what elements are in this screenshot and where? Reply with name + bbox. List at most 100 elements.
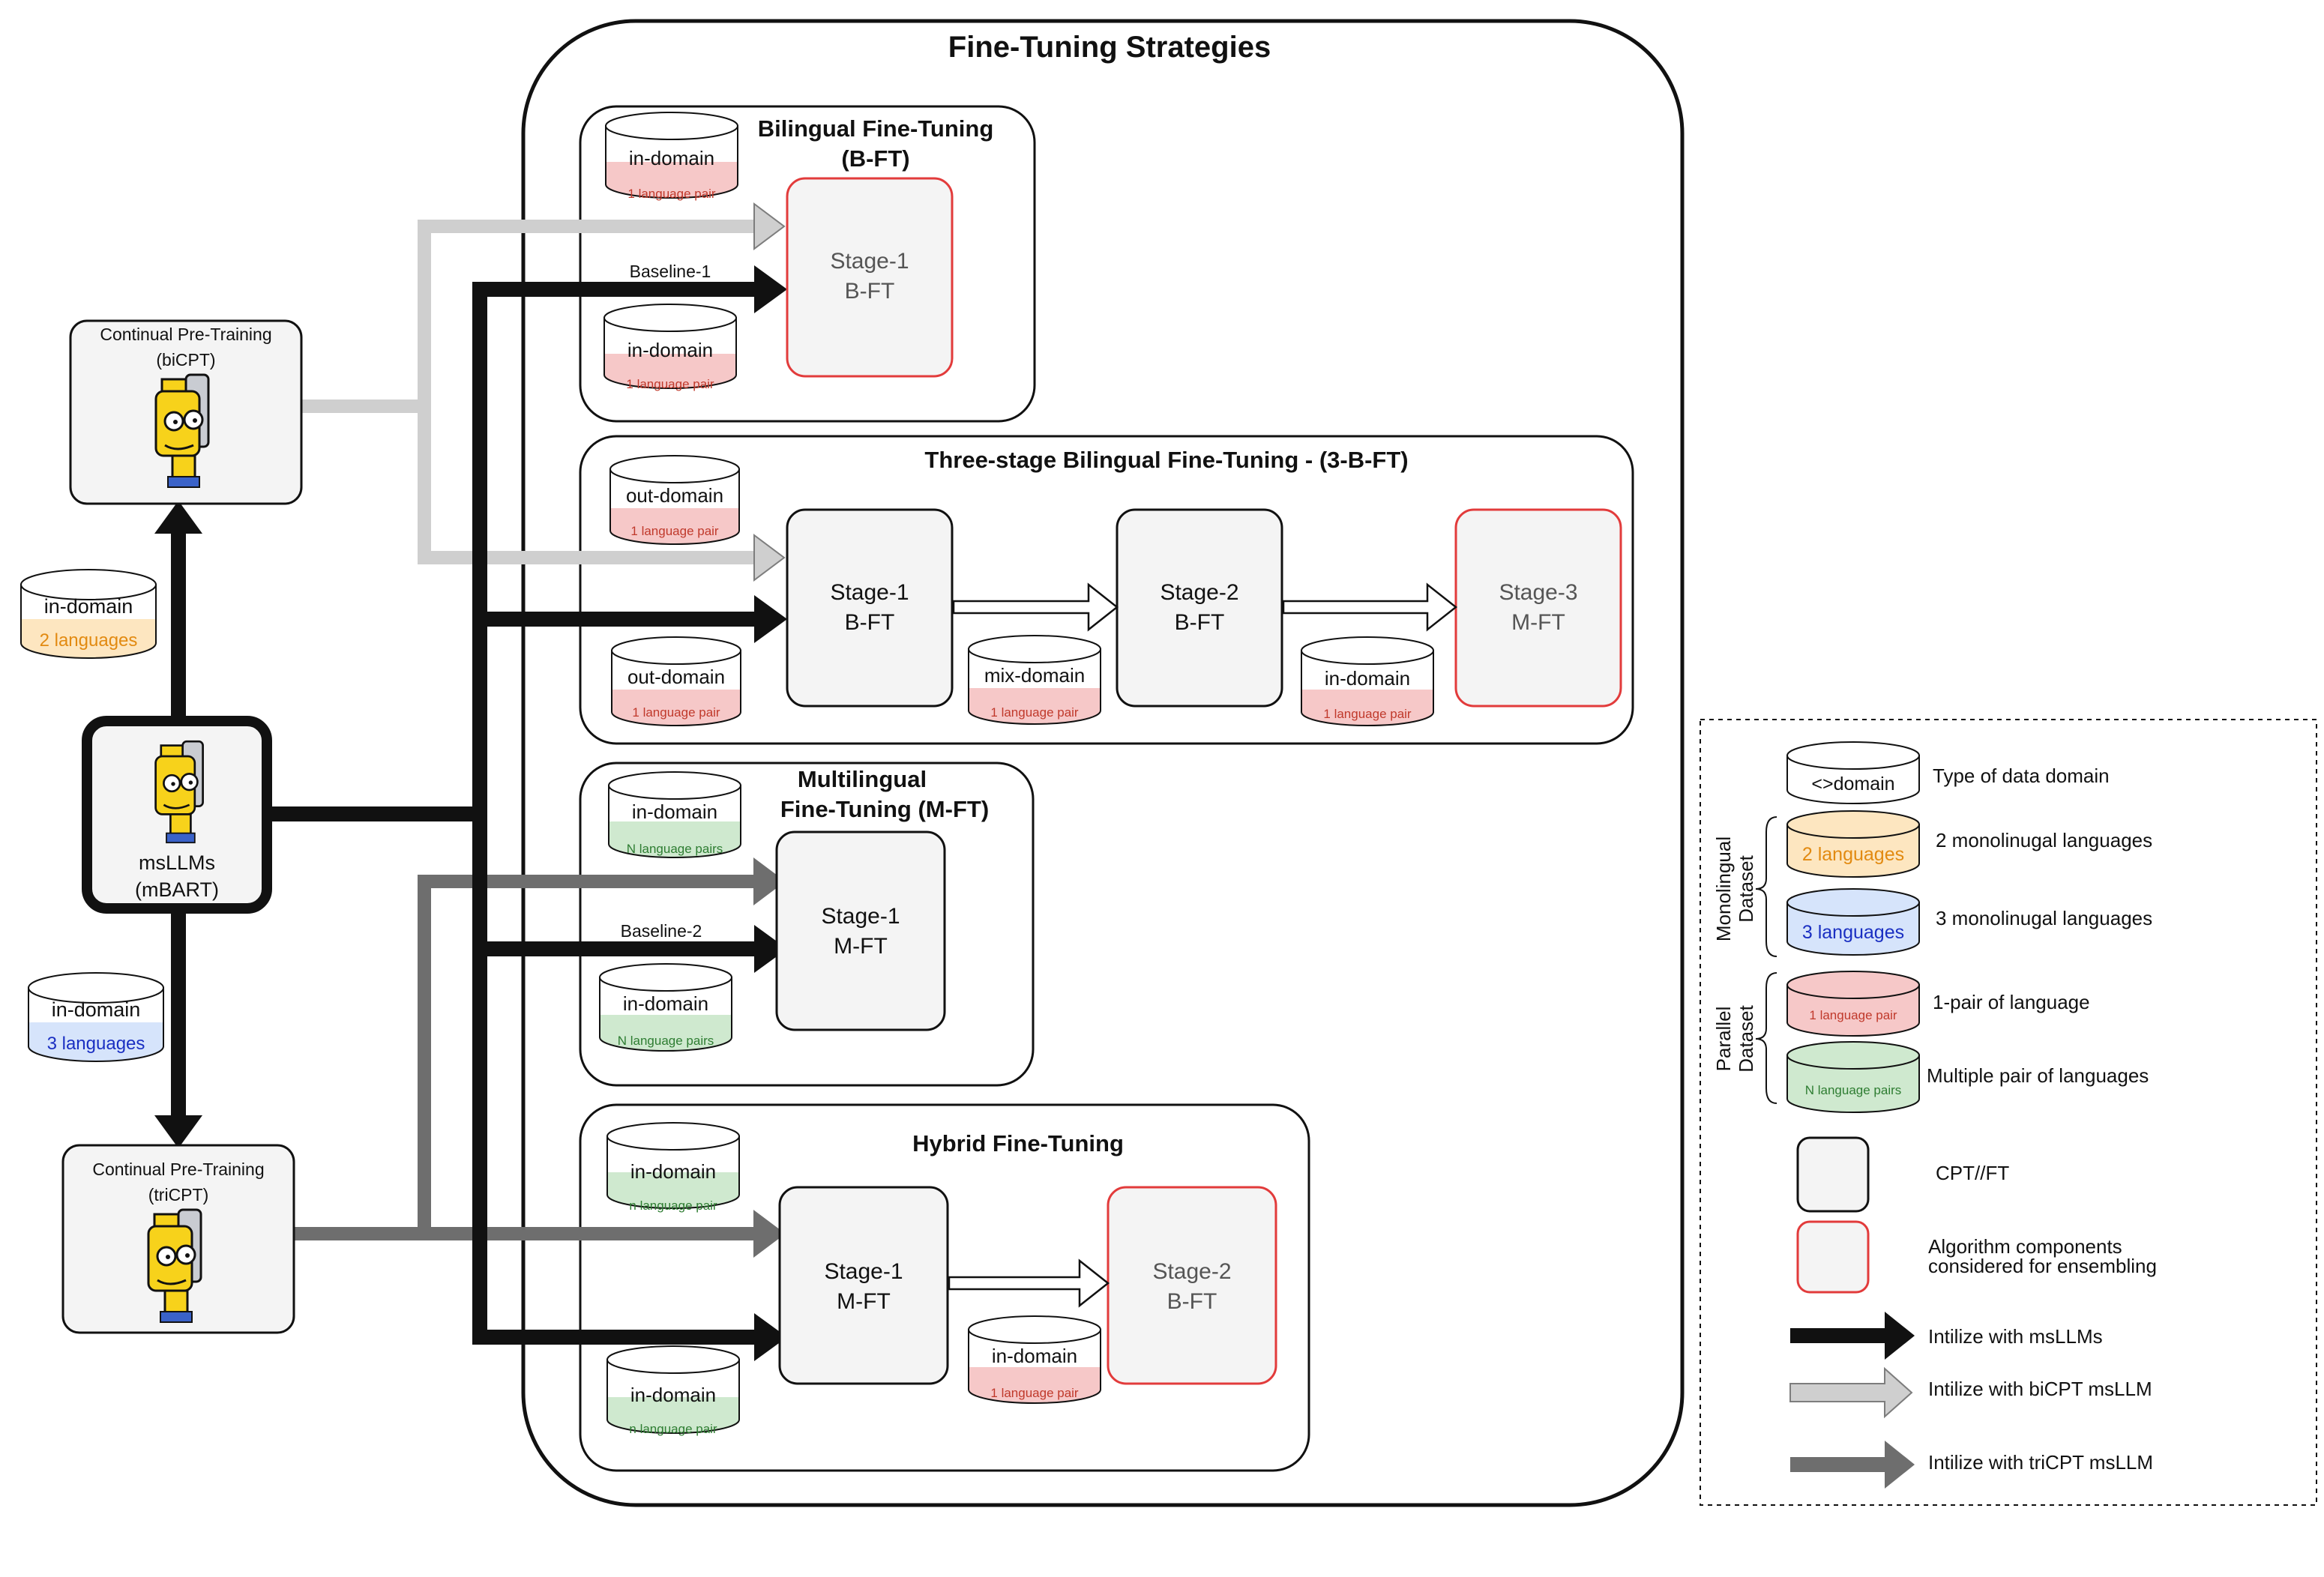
msllm-model: (mBART) xyxy=(135,878,219,901)
stage-arrow xyxy=(1282,582,1458,632)
stage-arrow xyxy=(952,582,1119,632)
legend-mono3-item: 3 languages 3 monolinugal languages xyxy=(1786,888,2152,956)
legend-box-item: CPT//FT xyxy=(1796,1136,2009,1213)
legend-arrow-dark-item: Intilize with triCPT msLLM xyxy=(1790,1441,2153,1489)
three-bft-section xyxy=(579,435,1634,745)
three-bft-stage-3: Stage-3 M-FT xyxy=(1454,508,1622,708)
legend-domain-item: <>domain Type of data domain xyxy=(1786,741,2110,804)
legend-cylinder-label: <>domain xyxy=(1811,774,1894,794)
legend-mono2-item: 2 languages 2 monolinugal languages xyxy=(1786,810,2152,878)
legend-parN-item: N language pairs Multiple pair of langua… xyxy=(1786,1041,2149,1113)
mft-title-abbr: Fine-Tuning (M-FT) xyxy=(780,796,989,822)
msllm-arrowhead-bft xyxy=(754,265,787,313)
three-bft-title: Three-stage Bilingual Fine-Tuning - (3-B… xyxy=(924,447,1408,473)
dataset-label: in-domain xyxy=(627,339,713,361)
dataset-label: in-domain xyxy=(44,595,133,618)
three-bft-dataset-in: in-domain 1 language pair xyxy=(1301,636,1434,726)
three-bft-stage-1: Stage-1 B-FT xyxy=(786,508,954,708)
dataset-sub: 1 language pair xyxy=(990,705,1079,720)
dataset-label: in-domain xyxy=(629,147,714,169)
page-title: Fine-Tuning Strategies xyxy=(948,31,1271,64)
dataset-sub: 1 language pair xyxy=(632,705,720,720)
bicpt-box: Continual Pre-Training (biCPT) xyxy=(69,319,303,505)
hybrid-dataset-bottom: in-domain n language pair xyxy=(606,1345,740,1436)
dataset-label: out-domain xyxy=(626,484,723,507)
bft-title: Bilingual Fine-Tuning xyxy=(758,115,994,142)
mft-dataset-top: in-domain N language pairs xyxy=(608,771,741,858)
mft-title: Multilingual xyxy=(798,766,927,792)
stage-name: Stage-1 xyxy=(830,580,909,605)
three-bft-stage-2: Stage-2 B-FT xyxy=(1116,508,1283,708)
dataset-sub: 1 language pair xyxy=(1323,707,1412,721)
tricpt-subtitle: (triCPT) xyxy=(148,1185,208,1204)
msllm-arrowhead-bicpt xyxy=(154,501,202,534)
msllm-box: msLLMs (mBART) xyxy=(82,716,272,914)
dataset-sub: 3 languages xyxy=(47,1034,145,1054)
legend-desc: considered for ensembling xyxy=(1928,1255,2157,1277)
mft-dataset-bottom: in-domain N language pairs xyxy=(599,963,732,1052)
legend-group-label: Dataset xyxy=(1735,1004,1757,1072)
tricpt-title: Continual Pre-Training xyxy=(92,1160,264,1179)
legend-desc: Intilize with triCPT msLLM xyxy=(1928,1451,2153,1474)
hybrid-title: Hybrid Fine-Tuning xyxy=(912,1130,1124,1157)
parallel-brace xyxy=(1755,972,1777,1104)
msllm-name: msLLMs xyxy=(139,851,215,874)
stage-method: M-FT xyxy=(834,934,888,959)
msllm-arrowhead-3bft xyxy=(754,595,787,643)
three-bft-dataset-mix: mix-domain 1 language pair xyxy=(968,635,1101,725)
dataset-label: in-domain xyxy=(623,992,708,1015)
legend-desc: 3 monolinugal languages xyxy=(1936,907,2152,929)
legend-desc: 1-pair of language xyxy=(1933,991,2090,1013)
stage-name: Stage-1 xyxy=(824,1259,903,1284)
legend-desc: CPT//FT xyxy=(1936,1162,2009,1184)
legend-desc: Intilize with msLLMs xyxy=(1928,1325,2103,1348)
dataset-label: in-domain xyxy=(630,1384,716,1406)
dataset-label: in-domain xyxy=(52,998,141,1021)
legend-desc: Algorithm components xyxy=(1928,1235,2122,1258)
mft-stage-1: Stage-1 M-FT xyxy=(775,830,946,1031)
legend-cylinder-label: 1 language pair xyxy=(1809,1008,1897,1022)
bft-title-abbr: (B-FT) xyxy=(841,145,909,172)
bft-dataset-bottom: in-domain 1 language pair xyxy=(603,304,737,391)
tricpt-box: Continual Pre-Training (triCPT) xyxy=(61,1144,295,1334)
dataset-label: in-domain xyxy=(992,1345,1077,1367)
dataset-bicpt: in-domain 2 languages xyxy=(20,569,157,659)
three-bft-dataset-top: out-domain 1 language pair xyxy=(609,455,740,545)
bft-section xyxy=(579,105,1036,423)
dataset-label: in-domain xyxy=(1325,667,1410,690)
stage-method: B-FT xyxy=(1175,610,1225,635)
tricpt-arrowhead-hybrid xyxy=(753,1210,786,1258)
hybrid-section xyxy=(579,1103,1310,1472)
hybrid-dataset-mid: in-domain 1 language pair xyxy=(968,1315,1101,1404)
dataset-sub: n language pair xyxy=(629,1198,717,1213)
fine-tuning-container xyxy=(521,19,1685,1507)
baseline-2-label: Baseline-2 xyxy=(621,921,702,941)
dataset-tricpt: in-domain 3 languages xyxy=(28,972,164,1062)
dataset-sub: 1 language pair xyxy=(626,377,714,391)
dataset-sub: 1 language pair xyxy=(990,1386,1079,1400)
stage-method: B-FT xyxy=(845,279,895,304)
legend-cylinder-label: 3 languages xyxy=(1802,922,1904,943)
baseline-1-label: Baseline-1 xyxy=(630,262,711,281)
legend-arrow-black-item: Intilize with msLLMs xyxy=(1790,1312,2103,1360)
legend-desc: Intilize with biCPT msLLM xyxy=(1928,1378,2152,1400)
dataset-label: in-domain xyxy=(632,800,717,823)
bicpt-arrowhead-3bft xyxy=(753,534,786,582)
dataset-label: mix-domain xyxy=(984,664,1085,687)
bicpt-arrowhead-bft xyxy=(753,202,786,250)
bicpt-connector xyxy=(300,220,757,564)
msllm-arrowhead-mft xyxy=(754,925,787,973)
dataset-label: in-domain xyxy=(630,1160,716,1183)
bicpt-subtitle: (biCPT) xyxy=(156,350,215,370)
legend-red-box-item: Algorithm components considered for ense… xyxy=(1796,1220,2157,1294)
legend-desc: 2 monolinugal languages xyxy=(1936,829,2152,851)
bft-stage-1: Stage-1 B-FT xyxy=(786,177,954,378)
mft-section xyxy=(579,762,1035,1087)
legend-group-label: Parallel xyxy=(1712,1007,1735,1072)
three-bft-dataset-bottom: out-domain 1 language pair xyxy=(611,636,741,726)
bft-dataset-top: in-domain 1 language pair xyxy=(605,112,738,201)
hybrid-stage-2: Stage-2 B-FT xyxy=(1107,1186,1277,1385)
dataset-sub: 1 language pair xyxy=(630,524,719,538)
stage-method: M-FT xyxy=(837,1289,891,1314)
